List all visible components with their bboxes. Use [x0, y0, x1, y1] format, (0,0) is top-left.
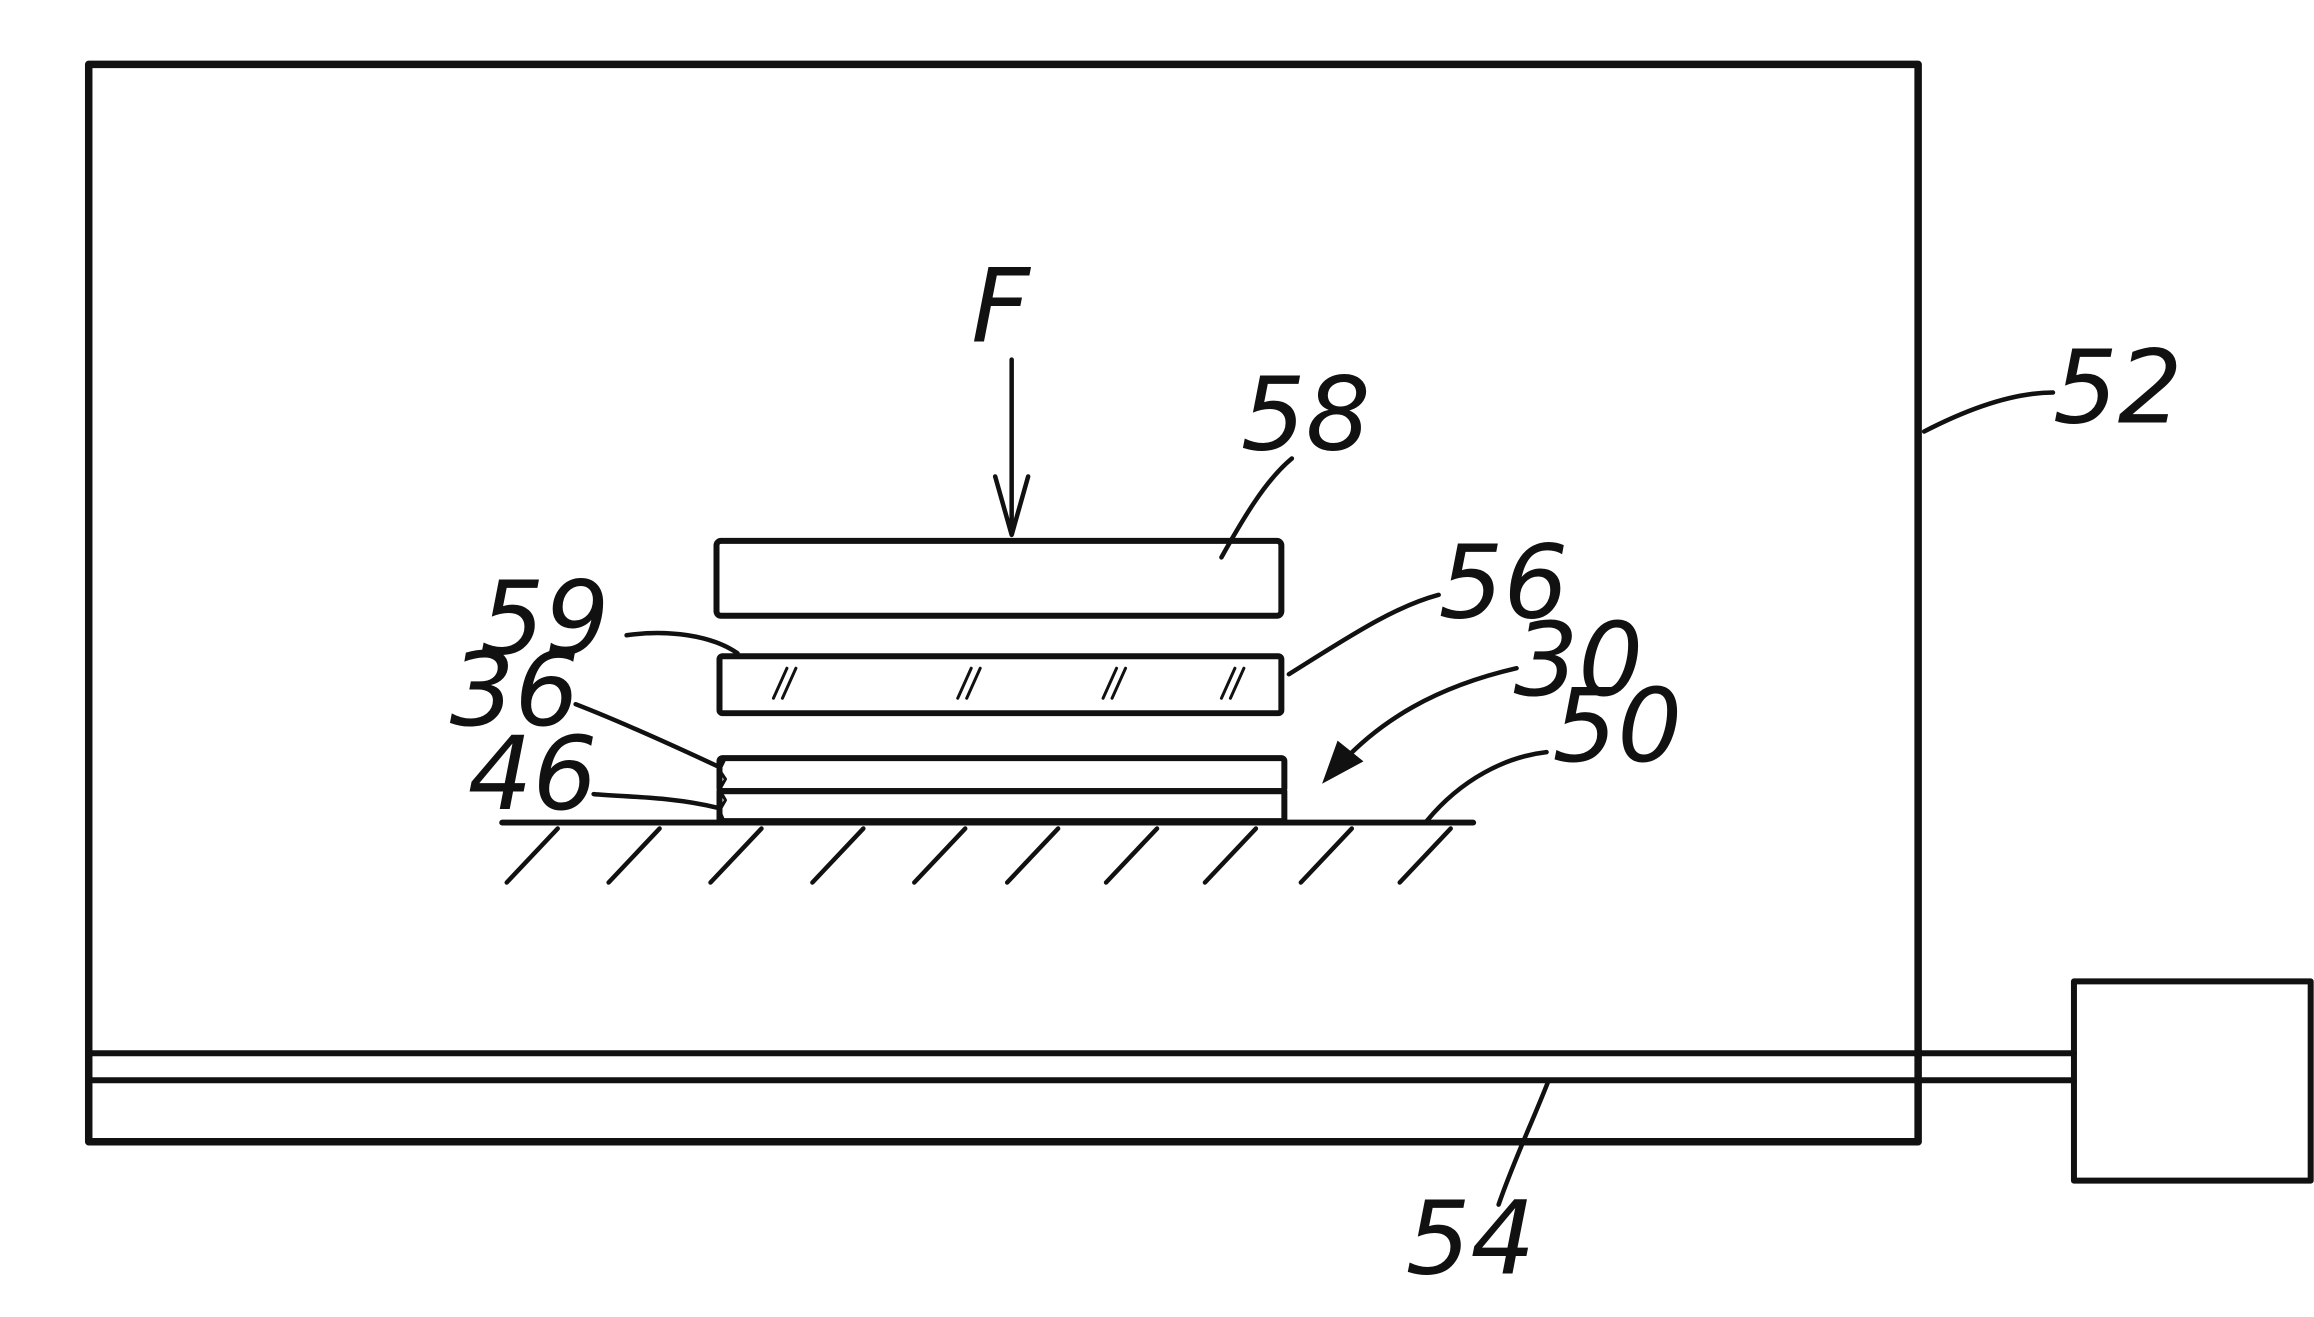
label-52: 52: [2053, 329, 2183, 448]
leader-46: [594, 794, 717, 807]
glass-plate-56: [719, 656, 1281, 713]
glass-hatch-marks: [773, 668, 1243, 698]
label-46: 46: [468, 715, 598, 834]
top-platen-58: [717, 541, 1282, 616]
chamber-outline: [89, 64, 1918, 1141]
leader-59: [627, 633, 738, 653]
layer-46: [719, 791, 1284, 821]
force-label: F: [971, 248, 1031, 367]
arrow-30-shaft: [1334, 668, 1517, 771]
label-58: 58: [1241, 355, 1371, 474]
leader-56: [1289, 595, 1439, 674]
leader-50: [1427, 752, 1547, 821]
base-hatching: [507, 829, 1451, 883]
leader-52: [1924, 393, 2053, 432]
label-54: 54: [1406, 1180, 1536, 1299]
external-unit-box: [2074, 981, 2311, 1180]
label-50: 50: [1553, 667, 1683, 786]
layer-36: [719, 758, 1284, 791]
